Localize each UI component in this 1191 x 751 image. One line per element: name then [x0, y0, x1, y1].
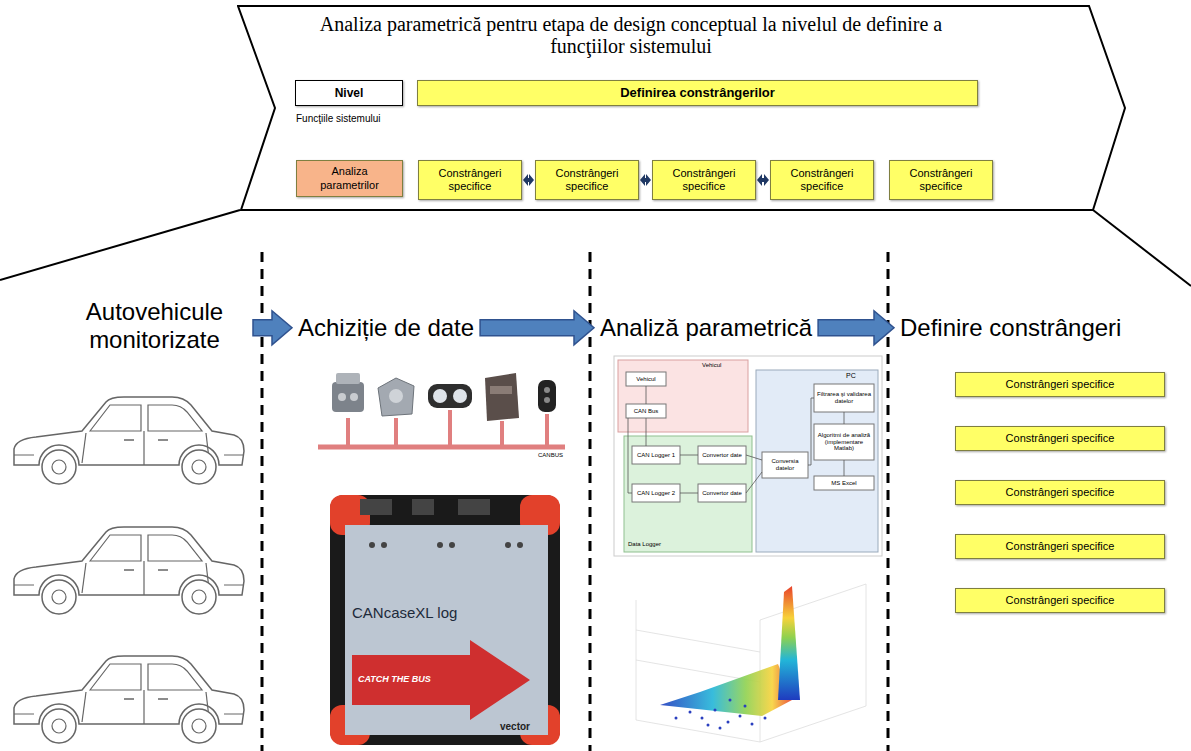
- car-drawing: [14, 527, 244, 614]
- constraint-box: Constrângeri specifice: [418, 160, 522, 200]
- box-text: Definirea constrângerilor: [620, 85, 775, 101]
- block-arrow: [818, 311, 894, 345]
- block-arrow: [480, 311, 594, 345]
- box-text: Nivel: [335, 86, 364, 100]
- level-box: Nivel: [295, 80, 403, 106]
- region-title: Data Logger: [628, 541, 661, 548]
- region-title: Vehicul: [702, 362, 721, 369]
- constraint-box: Constrângeri specifice: [955, 588, 1165, 613]
- block-diagram: [614, 356, 882, 556]
- heading-text: Definire constrângeri: [900, 314, 1121, 342]
- box-text: Constrângeri specifice: [775, 167, 869, 193]
- constraint-box: Constrângeri specifice: [955, 372, 1165, 397]
- box-text: Constrângeri specifice: [894, 167, 988, 193]
- block-label: CAN Logger 1: [632, 446, 680, 464]
- box-text: Constrângeri specifice: [657, 167, 751, 193]
- heading-text: Autovehicule monitorizate: [62, 298, 247, 353]
- diagram-title: Analiza parametrică pentru etapa de desi…: [281, 13, 981, 57]
- car-drawing: [14, 397, 244, 484]
- constraint-box: Constrângeri specifice: [955, 480, 1165, 505]
- block-label: Filtrarea şi validarea datelor: [814, 384, 874, 412]
- bus-label: CANBUS: [538, 452, 563, 459]
- box-text: Constrângeri specifice: [540, 167, 634, 193]
- box-text: Constrângeri specifice: [1006, 432, 1115, 445]
- box-text: Constrângeri specifice: [1006, 378, 1115, 391]
- box-text: Constrângeri specifice: [1006, 486, 1115, 499]
- region-title: PC: [846, 372, 856, 380]
- constraint-box: Constrângeri specifice: [955, 426, 1165, 451]
- block-label: CAN Logger 2: [632, 484, 680, 502]
- block-label: Algoritmi de analiză (implementare Matla…: [814, 424, 874, 460]
- stage-heading: Definire constrângeri: [900, 314, 1121, 342]
- block-arrow: [253, 311, 292, 345]
- box-text: Constrângeri specifice: [423, 167, 517, 193]
- car-drawing: [14, 656, 244, 743]
- stage-heading: Achiziție de date: [298, 314, 474, 342]
- constraint-box: Constrângeri specifice: [889, 160, 993, 200]
- block-label: Conversia datelor: [762, 452, 808, 478]
- constraint-box: Constrângeri specifice: [955, 534, 1165, 559]
- brand-label: vector: [500, 721, 530, 732]
- logger-device: [330, 495, 560, 745]
- constraint-box: Constrângeri specifice: [770, 160, 874, 200]
- block-label: Vehicul: [626, 372, 666, 386]
- chevron-band: Analiza parametrică pentru etapa de desi…: [237, 5, 1127, 212]
- stage-heading: Autovehicule monitorizate: [62, 298, 247, 353]
- block-label: MS Excel: [814, 476, 874, 490]
- heading-text: Achiziție de date: [298, 314, 474, 342]
- surface-plot: [614, 560, 882, 748]
- stage-heading: Analiză parametrică: [600, 314, 812, 342]
- perspective-line: [1093, 210, 1191, 286]
- box-text: Constrângeri specifice: [1006, 594, 1115, 607]
- block-label: Convertor date: [698, 484, 746, 502]
- analysis-box: Analiza parametrilor: [296, 160, 403, 197]
- header-bar: Definirea constrângerilor: [417, 80, 978, 106]
- heading-text: Analiză parametrică: [600, 314, 812, 342]
- block-label: Convertor date: [698, 446, 746, 464]
- device-label: CANcaseXL log: [352, 605, 457, 622]
- level-label: Funcţiile sistemului: [296, 113, 396, 124]
- block-label: CAN Bus: [626, 404, 666, 418]
- constraint-box: Constrângeri specifice: [535, 160, 639, 200]
- box-text: Analiza parametrilor: [301, 165, 398, 191]
- perspective-line: [0, 210, 240, 280]
- device-slogan: CATCH THE BUS: [358, 675, 431, 685]
- can-components: [318, 373, 565, 447]
- box-text: Constrângeri specifice: [1006, 540, 1115, 553]
- constraint-box: Constrângeri specifice: [652, 160, 756, 200]
